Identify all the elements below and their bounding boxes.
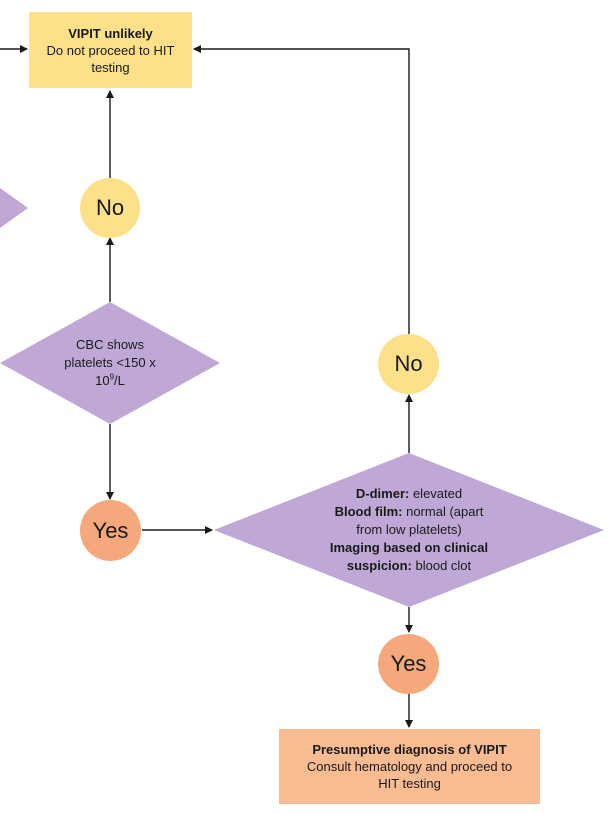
presumptive-diagnosis-box: Presumptive diagnosis of VIPIT Consult h… — [279, 729, 540, 804]
cbc-diamond-text: CBC shows platelets <150 x 109/L — [40, 333, 180, 393]
cbc-line2: platelets <150 x — [64, 355, 156, 370]
dimer-diamond-text: D-dimer: elevated Blood film: normal (ap… — [299, 483, 519, 577]
dimer-line-imaging: Imaging based on clinical — [329, 540, 489, 555]
presumptive-diagnosis-title: Presumptive diagnosis of VIPIT — [312, 742, 507, 757]
dimer-line-d-dimer: D-dimer: elevated — [355, 486, 463, 501]
no-circle-left-label: No — [95, 195, 125, 220]
dimer-line-blood-film: Blood film: normal (apart — [334, 504, 484, 519]
vipit-unlikely-box: VIPIT unlikely Do not proceed to HIT tes… — [29, 12, 192, 88]
presumptive-diagnosis-line2: HIT testing — [378, 776, 441, 791]
vipit-unlikely-line2: testing — [91, 59, 130, 75]
yes-circle-left: Yes — [80, 500, 141, 561]
cbc-diamond-shape — [0, 302, 220, 424]
no-circle-right-label: No — [394, 351, 423, 376]
dimer-diamond-shape — [214, 453, 604, 607]
offscreen-diamond-edge — [0, 188, 28, 228]
no-circle-right: No — [378, 334, 439, 394]
vipit-unlikely-title: VIPIT unlikely — [68, 25, 153, 41]
cbc-line1: CBC shows — [76, 337, 144, 352]
arrow-no-to-top-box-right — [193, 45, 410, 334]
dimer-line-blood-film-2: from low platelets) — [356, 522, 462, 537]
vipit-unlikely-line1: Do not proceed to HIT — [46, 42, 175, 58]
presumptive-diagnosis-line1: Consult hematology and proceed to — [306, 759, 513, 774]
yes-circle-right-label: Yes — [390, 651, 427, 676]
no-circle-left: No — [80, 178, 140, 238]
yes-circle-right: Yes — [378, 634, 439, 694]
cbc-line3: 109/L — [95, 372, 125, 388]
dimer-line-suspicion: suspicion: blood clot — [346, 558, 472, 573]
yes-circle-left-label: Yes — [92, 517, 129, 543]
